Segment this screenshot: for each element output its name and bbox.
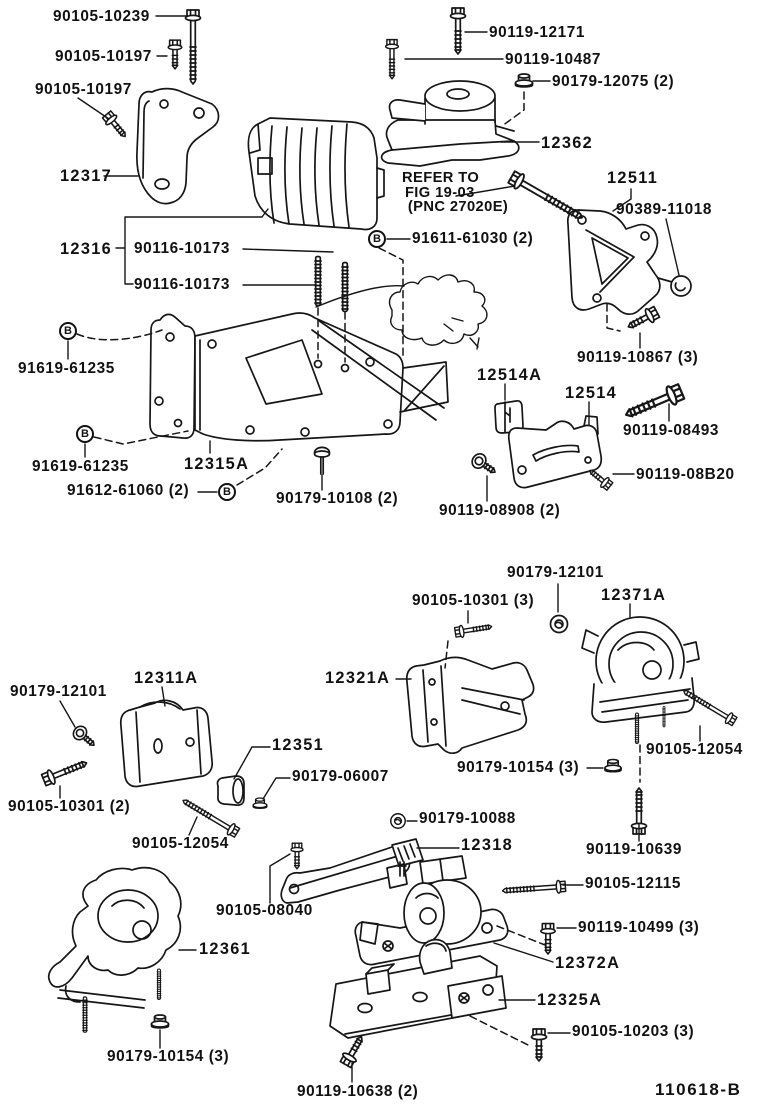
callout-12325A: 12325A xyxy=(537,990,603,1009)
part-12315A-drawing xyxy=(149,312,449,442)
callout-90105-12054-left: 90105-12054 xyxy=(132,835,229,852)
callout-91612-61060: 91612-61060 (2) xyxy=(67,482,190,499)
callout-12311A: 12311A xyxy=(134,668,199,687)
bolt-90105-12115-icon xyxy=(502,880,566,897)
callout-90179-10088: 90179-10088 xyxy=(419,810,516,827)
callout-90105-10301-3: 90105-10301 (3) xyxy=(412,592,535,609)
callout-12315A: 12315A xyxy=(184,454,250,473)
refer-note-line1: REFER TO xyxy=(402,169,480,186)
pin-90179-10108-icon xyxy=(313,446,331,475)
nut-90179-12101-right-icon xyxy=(549,614,569,634)
callout-90105-12115: 90105-12115 xyxy=(585,875,682,892)
bolt-90119-10638-icon xyxy=(339,1033,368,1068)
connector-mark-b-3: B xyxy=(76,425,94,443)
callout-90119-10487: 90119-10487 xyxy=(505,51,602,68)
callout-90179-10154-bottom: 90179-10154 (3) xyxy=(107,1048,230,1065)
callout-90105-10301-2: 90105-10301 (2) xyxy=(8,798,131,815)
refer-note: REFER TO FIG 19-03 (PNC 27020E) xyxy=(402,169,509,215)
callout-12317: 12317 xyxy=(60,166,113,185)
callout-91611-61030: 91611-61030 (2) xyxy=(412,230,534,247)
bolt-90119-08908-icon xyxy=(468,450,501,480)
drawing-number: 110618-B xyxy=(655,1080,742,1099)
bolt-90119-10487-icon xyxy=(386,40,399,79)
bolt-90105-10239-icon xyxy=(186,10,201,84)
part-12371A-drawing xyxy=(581,616,700,744)
nut-90179-10154-right-icon xyxy=(604,758,622,773)
callout-90105-10239: 90105-10239 xyxy=(53,8,150,25)
leader-lines xyxy=(59,15,701,1083)
part-12317-drawing xyxy=(136,87,220,205)
bolt-90105-10197-2-icon xyxy=(101,110,130,141)
callout-90105-12054-right: 90105-12054 xyxy=(646,741,743,758)
callout-90119-08908: 90119-08908 (2) xyxy=(439,502,561,519)
callout-90119-08493: 90119-08493 xyxy=(623,422,720,439)
callout-90105-08040: 90105-08040 xyxy=(216,902,313,919)
callout-12514: 12514 xyxy=(565,383,618,402)
callout-90116-10173-b: 90116-10173 xyxy=(134,276,231,293)
callout-90179-10154-right: 90179-10154 (3) xyxy=(457,759,580,776)
callout-90179-06007: 90179-06007 xyxy=(292,768,389,785)
callout-90179-12101-left: 90179-12101 xyxy=(10,683,107,700)
part-12316-drawing xyxy=(247,117,385,231)
callout-90119-10639: 90119-10639 xyxy=(586,841,683,858)
callout-90105-10197-b: 90105-10197 xyxy=(35,81,132,98)
callout-12318: 12318 xyxy=(461,835,514,854)
nut-90179-06007-icon xyxy=(252,797,268,809)
callout-90389-11018: 90389-11018 xyxy=(616,201,713,218)
refer-note-line2: FIG 19-03 xyxy=(404,183,475,201)
nut-90179-10154-bl-icon xyxy=(150,1014,170,1029)
callout-90116-10173-a: 90116-10173 xyxy=(134,240,231,257)
bolt-90119-08493-icon xyxy=(622,382,685,423)
callout-90119-10638: 90119-10638 (2) xyxy=(297,1083,419,1100)
grommet-90179-10088-icon xyxy=(390,813,406,829)
bolt-90105-10197-icon xyxy=(168,40,182,69)
part-12514-drawing xyxy=(507,415,603,489)
part-12372A-drawing xyxy=(354,855,509,966)
part-12311A-drawing xyxy=(119,699,214,788)
callout-90119-10499: 90119-10499 (3) xyxy=(578,919,700,936)
bolt-90105-10203-icon xyxy=(532,1029,547,1061)
callout-12371A: 12371A xyxy=(601,585,667,604)
callout-90105-10197-a: 90105-10197 xyxy=(55,48,152,65)
dashed-lines xyxy=(76,91,641,1047)
callout-91619-61235-a: 91619-61235 xyxy=(18,360,115,377)
callout-12351: 12351 xyxy=(272,735,325,754)
part-12362-drawing xyxy=(380,80,520,167)
callout-90119-12171: 90119-12171 xyxy=(489,24,586,41)
bolt-90105-10301-2-icon xyxy=(41,756,89,787)
callout-90119-10867: 90119-10867 (3) xyxy=(577,349,699,366)
callout-12372A: 12372A xyxy=(555,953,621,972)
bolt-90105-08040-icon xyxy=(291,843,303,869)
part-12511-drawing xyxy=(566,209,692,315)
bolt-12511-icon xyxy=(507,170,586,225)
connector-mark-b-4: B xyxy=(218,483,236,501)
callout-12514A: 12514A xyxy=(477,365,543,384)
callout-90105-10203: 90105-10203 (3) xyxy=(572,1023,695,1040)
part-12325A-drawing xyxy=(329,938,507,1039)
part-12361-drawing xyxy=(47,866,182,1033)
callout-12362: 12362 xyxy=(541,133,594,152)
callout-12316: 12316 xyxy=(60,239,113,258)
callout-90179-12101-right: 90179-12101 xyxy=(507,564,604,581)
callout-90179-12075: 90179-12075 (2) xyxy=(552,73,675,90)
bolt-90119-12171-icon xyxy=(451,8,466,54)
connector-mark-b-1: B xyxy=(368,230,386,248)
bolt-90119-10499-icon xyxy=(541,924,555,954)
refer-note-line3: (PNC 27020E) xyxy=(407,198,509,215)
callout-12321A: 12321A xyxy=(325,668,391,687)
callout-12511: 12511 xyxy=(607,168,659,187)
engine-outline-sketch xyxy=(315,274,488,350)
bolt-90105-10301-3-icon xyxy=(454,621,492,639)
callout-12361: 12361 xyxy=(199,939,252,958)
nut-90179-12075-icon xyxy=(514,73,534,88)
callout-90179-10108: 90179-10108 (2) xyxy=(276,490,399,507)
callout-91619-61235-b: 91619-61235 xyxy=(32,458,129,475)
part-12318-drawing xyxy=(280,838,424,904)
stud-90116-10173-drawings xyxy=(314,255,349,313)
part-12321A-drawing xyxy=(405,656,535,754)
callout-90119-08B20: 90119-08B20 xyxy=(636,466,735,483)
part-12351-drawing xyxy=(216,775,245,806)
connector-mark-b-2: B xyxy=(59,322,77,340)
